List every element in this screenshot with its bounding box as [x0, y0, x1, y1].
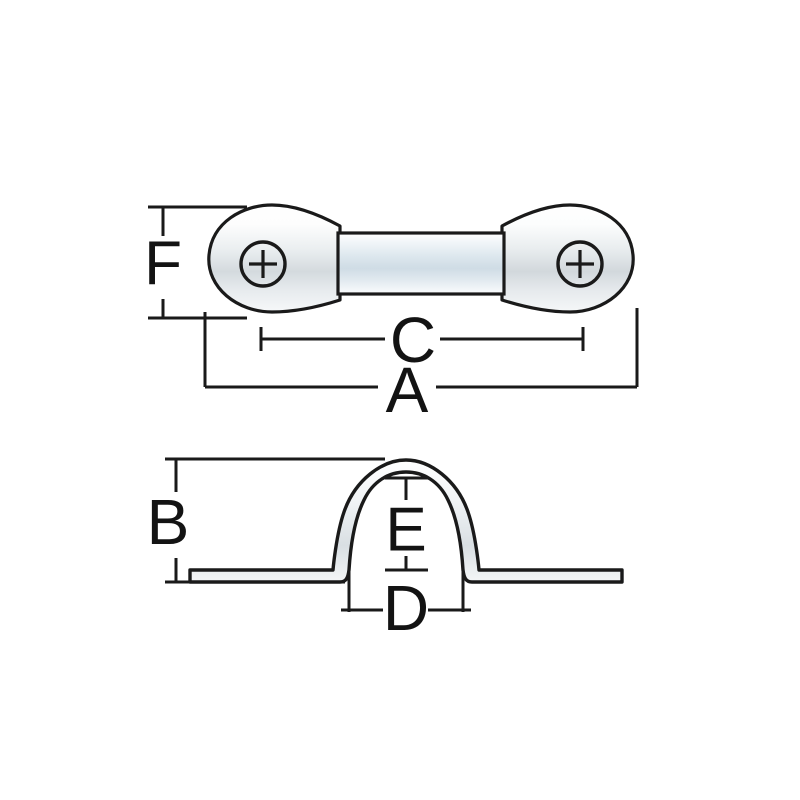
- center-bar: [336, 231, 506, 296]
- right-phillips-screw: [556, 240, 604, 288]
- left-rounded-lug: [207, 203, 342, 314]
- dimension-label-B: B: [147, 486, 190, 558]
- dimension-D: D: [341, 570, 471, 644]
- dimension-B: B: [147, 457, 385, 584]
- dimension-A: A: [203, 308, 639, 426]
- dimension-label-F: F: [144, 229, 182, 298]
- dimension-E: E: [385, 476, 428, 572]
- dimension-label-A: A: [386, 354, 429, 426]
- dimension-label-E: E: [385, 495, 426, 564]
- right-rounded-lug: [500, 203, 635, 314]
- dimension-label-D: D: [383, 572, 429, 644]
- top-view: F C A: [144, 203, 639, 426]
- dimension-F: F: [144, 205, 247, 320]
- dimension-C: C: [259, 304, 585, 376]
- side-view: B E D: [147, 457, 624, 644]
- dimension-label-C: C: [390, 304, 436, 376]
- left-phillips-screw: [239, 240, 287, 288]
